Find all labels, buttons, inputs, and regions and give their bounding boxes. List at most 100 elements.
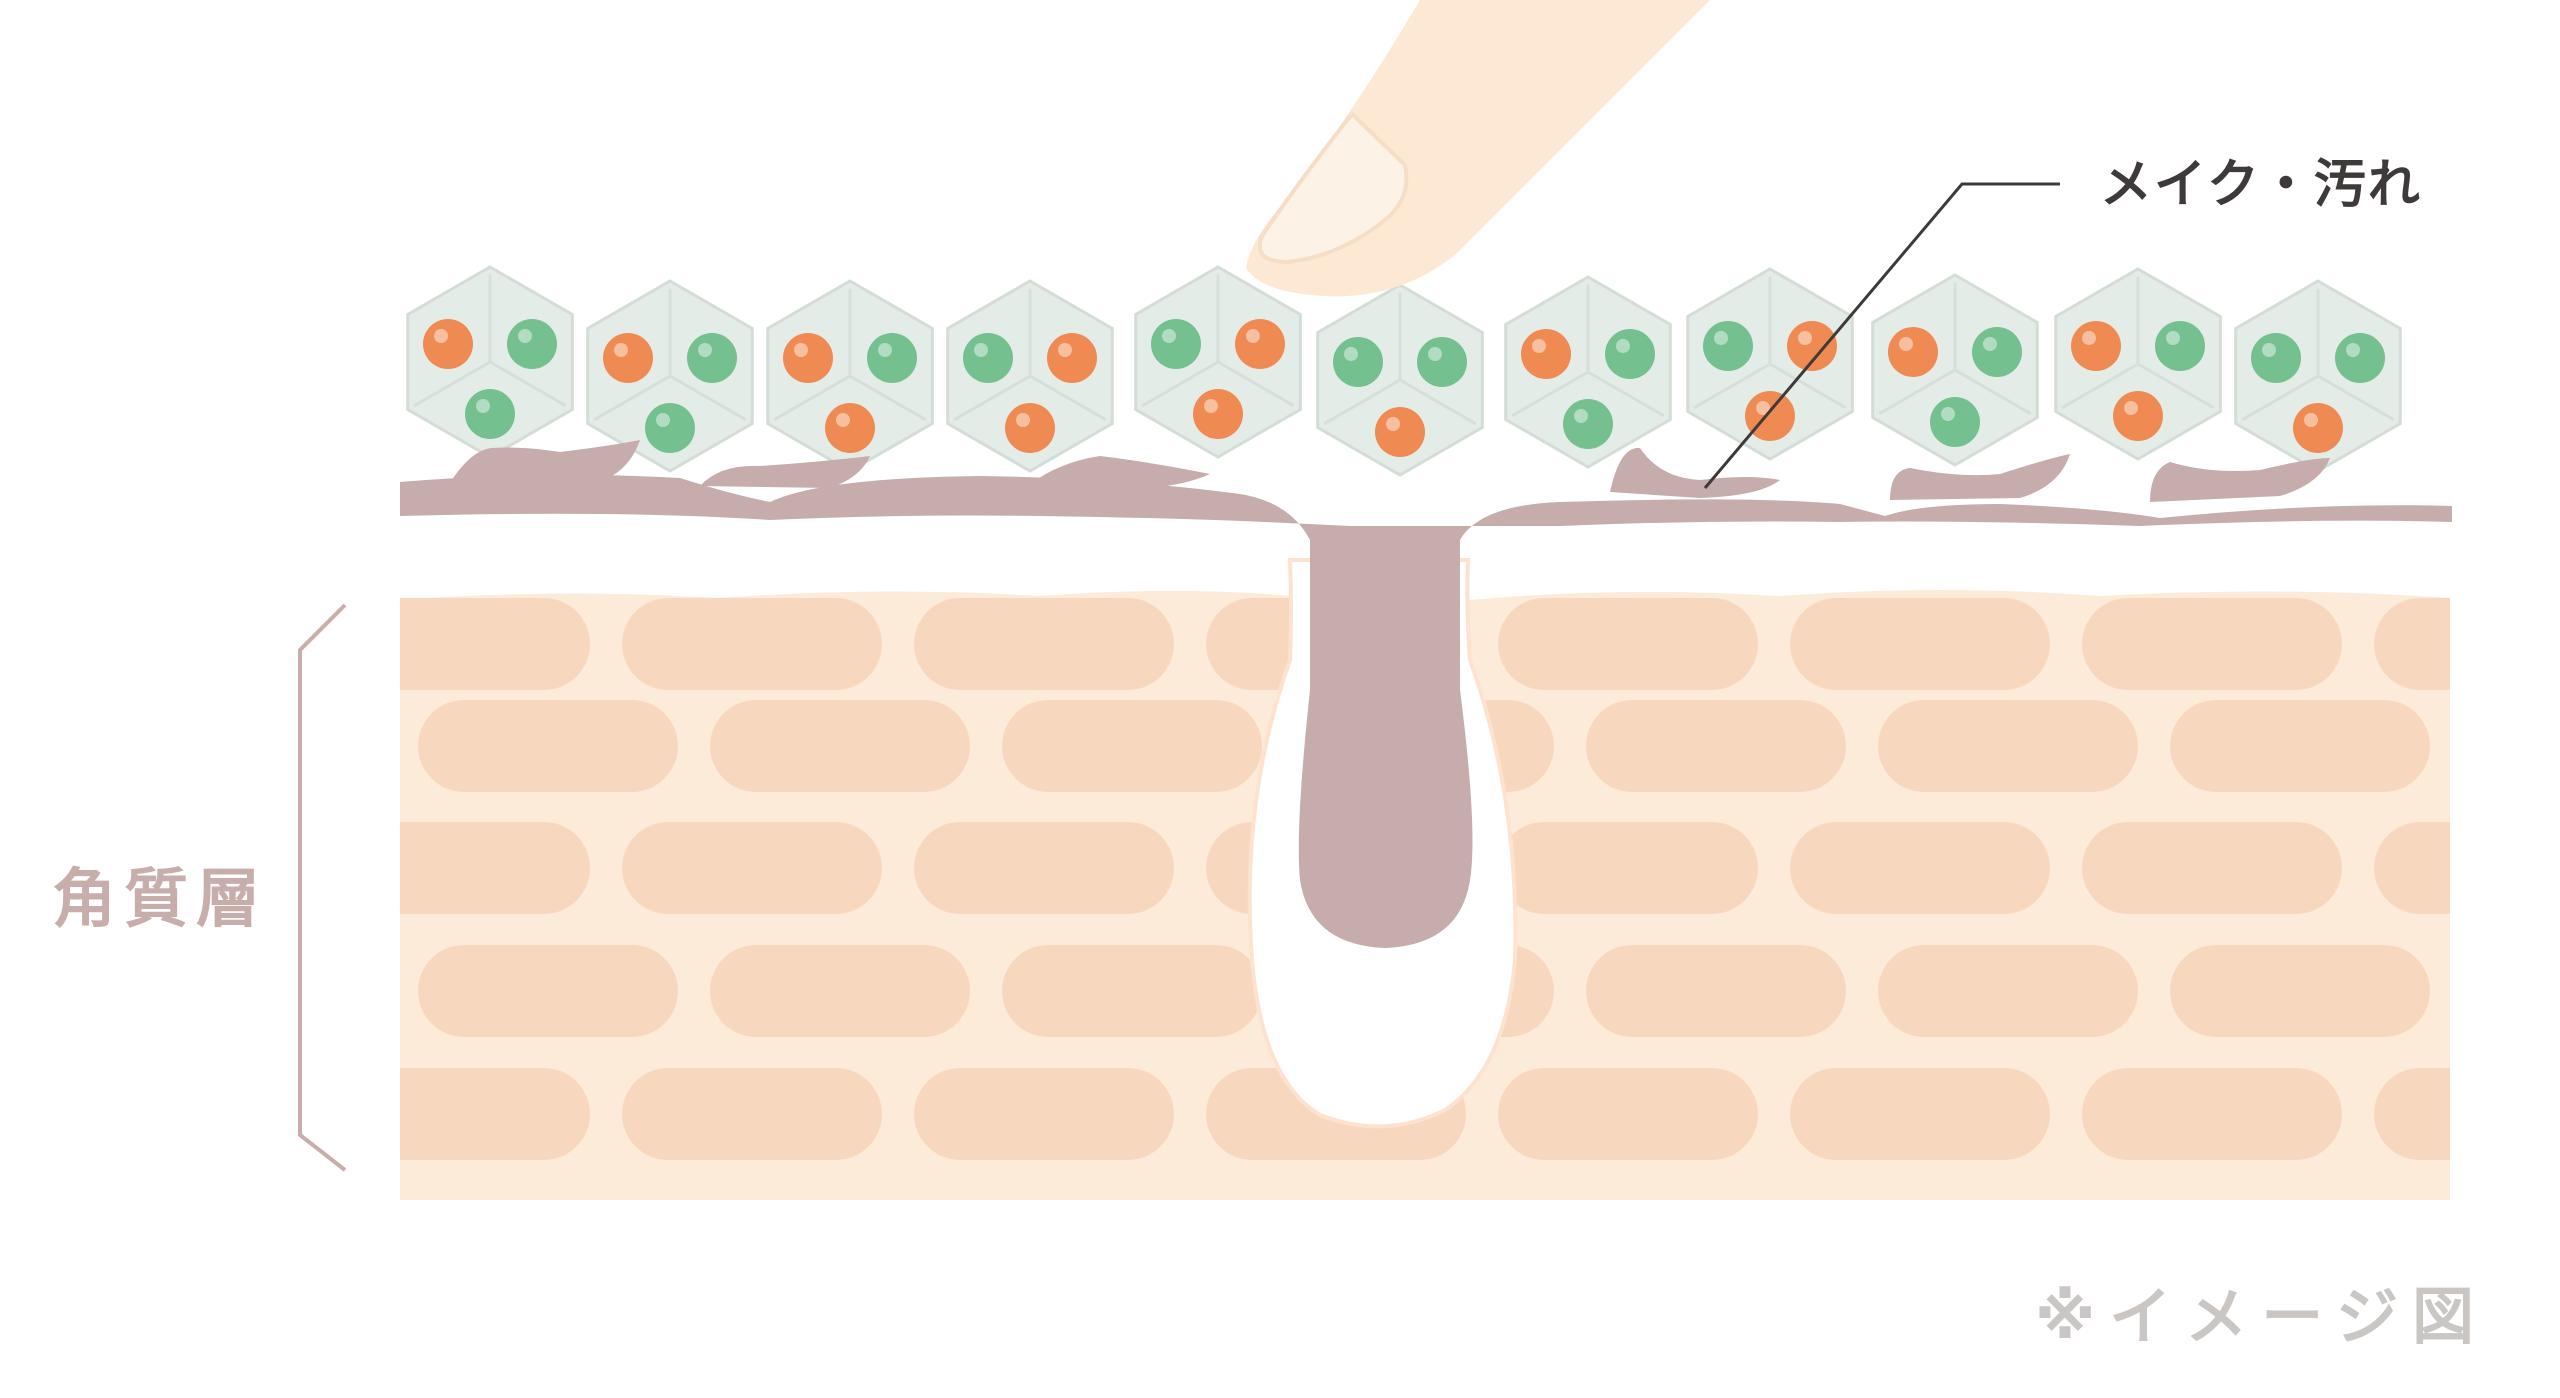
granule-highlight <box>476 399 490 413</box>
hexagon-cell-icon <box>1316 283 1484 477</box>
corneum-cell <box>2082 1068 2342 1160</box>
corneum-cell <box>1498 1068 1758 1160</box>
granule-highlight <box>698 343 712 357</box>
dirt-bump <box>1030 456 1210 490</box>
granule-highlight <box>1016 413 1030 427</box>
orange-granule <box>825 403 875 453</box>
makeup-dirt-label: メイク・汚れ <box>2100 155 2422 215</box>
granule-highlight <box>1798 331 1812 345</box>
corneum-cell <box>1498 598 1758 690</box>
corneum-cell <box>1002 945 1262 1037</box>
green-granule <box>645 403 695 453</box>
granule-highlight <box>836 413 850 427</box>
cell-divider <box>1878 368 1956 415</box>
granule-highlight <box>1386 417 1400 431</box>
green-granule <box>867 333 917 383</box>
cell-divider <box>1141 360 1219 407</box>
green-granule <box>1563 399 1613 449</box>
corneum-cell <box>2082 822 2342 914</box>
cell-divider <box>849 374 927 421</box>
cell-divider <box>2317 374 2395 421</box>
corneum-cell <box>2170 945 2430 1037</box>
corneum-cell <box>710 700 970 792</box>
dirt-bump <box>1890 454 2070 500</box>
orange-granule <box>1047 333 1097 383</box>
orange-granule <box>2293 403 2343 453</box>
corneum-cell <box>914 598 1174 690</box>
cell-divider <box>593 374 671 421</box>
granule-highlight <box>518 329 532 343</box>
hexagon-cell-icon <box>766 279 934 473</box>
corneum-cell <box>914 822 1174 914</box>
corneum-cell <box>2374 598 2450 690</box>
granule-highlight <box>2304 413 2318 427</box>
corneum-cell <box>400 822 590 914</box>
corneum-cell <box>400 1068 590 1160</box>
granule-highlight <box>434 329 448 343</box>
finger-icon <box>1246 0 1710 297</box>
granule-highlight <box>1162 329 1176 343</box>
hexagon-cell-icon <box>586 279 754 473</box>
corneum-cell <box>1878 945 2138 1037</box>
surface-cells <box>406 265 2402 477</box>
green-granule <box>1605 329 1655 379</box>
corneum-cell <box>400 598 590 690</box>
dirt-bump <box>1610 447 1780 498</box>
green-granule <box>1930 397 1980 447</box>
corneum-cell <box>418 945 678 1037</box>
corneum-cell <box>2462 945 2560 1037</box>
hexagon-cell-icon <box>946 279 1114 473</box>
granule-highlight <box>1532 339 1546 353</box>
cell-divider <box>1029 374 1107 421</box>
green-granule <box>1972 327 2022 377</box>
corneum-cell <box>1586 700 1846 792</box>
granule-highlight <box>794 343 808 357</box>
cell-divider <box>773 374 851 421</box>
stratum-corneum-label: 角質層 <box>52 863 268 937</box>
granule-highlight <box>1344 347 1358 361</box>
hexagon-cell-icon <box>1871 273 2039 467</box>
green-granule <box>1333 337 1383 387</box>
corneum-cell <box>914 1068 1174 1160</box>
orange-granule <box>1888 327 1938 377</box>
corneum-cell <box>418 700 678 792</box>
layer-bracket <box>298 603 347 1172</box>
orange-granule <box>2071 321 2121 371</box>
hexagon-cell-icon <box>406 265 574 459</box>
cell-divider <box>2061 362 2139 409</box>
dirt-bump <box>448 440 640 486</box>
granule-highlight <box>1899 337 1913 351</box>
green-granule <box>687 333 737 383</box>
orange-granule <box>1193 389 1243 439</box>
cell-divider <box>953 374 1031 421</box>
granule-highlight <box>1756 401 1770 415</box>
granule-highlight <box>974 343 988 357</box>
corneum-cell <box>1790 1068 2050 1160</box>
granule-highlight <box>2262 343 2276 357</box>
cell-divider <box>2137 362 2215 409</box>
green-granule <box>1703 321 1753 371</box>
orange-granule <box>1005 403 1055 453</box>
green-granule <box>507 319 557 369</box>
hexagon-cell-icon <box>2054 267 2222 461</box>
dirt-bump <box>700 456 870 488</box>
corneum-cell <box>622 1068 882 1160</box>
image-note: ※イメージ図 <box>2034 1280 2488 1353</box>
green-granule <box>465 389 515 439</box>
green-granule <box>963 333 1013 383</box>
cell-divider <box>669 374 747 421</box>
orange-granule <box>2113 391 2163 441</box>
corneum-cell <box>1586 945 1846 1037</box>
granule-highlight <box>1714 331 1728 345</box>
dirt-bump <box>2150 458 2330 502</box>
granule-highlight <box>1941 407 1955 421</box>
granule-highlight <box>1616 339 1630 353</box>
cell-divider <box>1693 362 1771 409</box>
corneum-cell <box>1002 700 1262 792</box>
dirt-line <box>400 474 2452 948</box>
cell-divider <box>1511 370 1589 417</box>
cell-divider <box>1587 370 1665 417</box>
orange-granule <box>603 333 653 383</box>
